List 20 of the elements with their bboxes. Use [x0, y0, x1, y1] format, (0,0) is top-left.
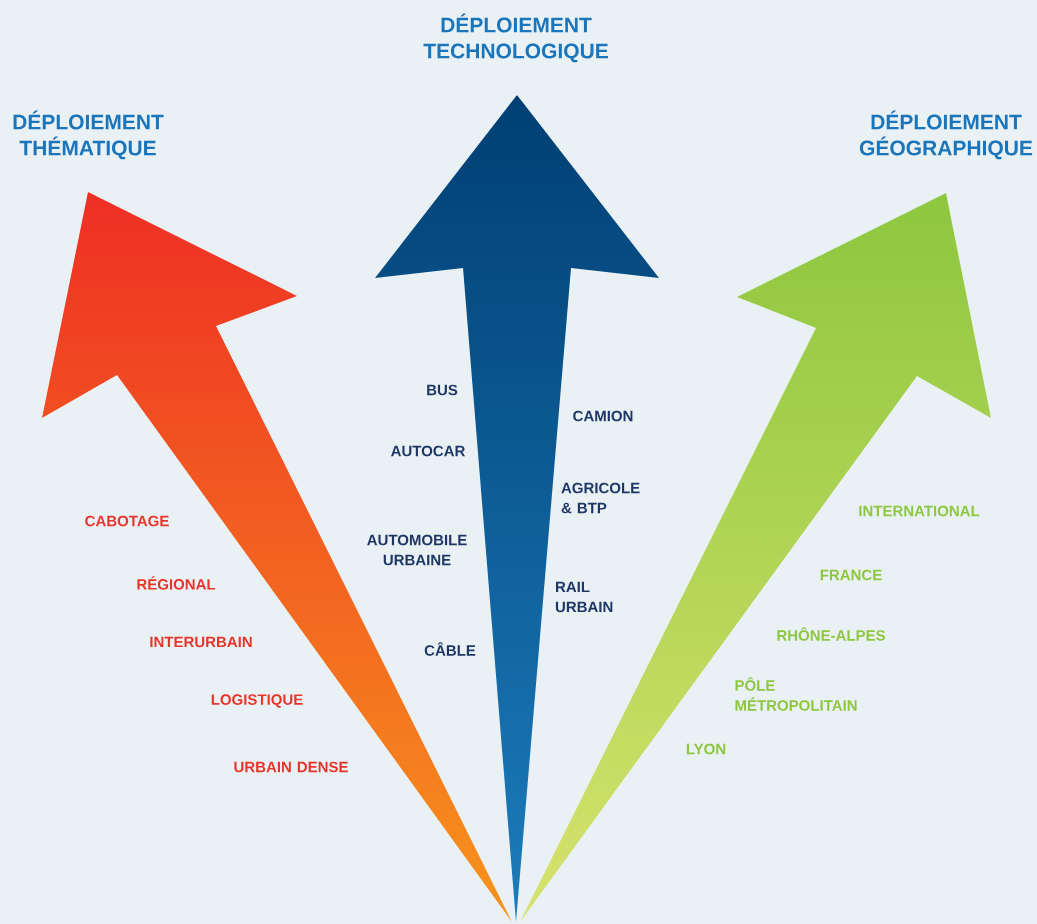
heading: DÉPLOIEMENT TECHNOLOGIQUE	[423, 13, 608, 63]
heading: DÉPLOIEMENT THÉMATIQUE	[13, 110, 164, 160]
category-label: PÔLE MÉTROPOLITAIN	[735, 677, 857, 711]
category-label: AUTOMOBILE URBAINE	[367, 534, 467, 566]
category-label: AUTOCAR	[391, 445, 466, 457]
category-label: URBAIN DENSE	[234, 761, 348, 773]
category-label: AGRICOLE & BTP	[561, 482, 640, 514]
category-label: LOGISTIQUE	[211, 694, 303, 708]
heading: DÉPLOIEMENT GÉOGRAPHIQUE	[859, 110, 1033, 160]
category-label: BUS	[427, 384, 458, 396]
category-label: RÉGIONAL	[137, 576, 216, 590]
category-label: RAIL URBAIN	[555, 581, 613, 613]
category-label: CÂBLE	[424, 642, 476, 656]
category-label: INTERURBAIN	[150, 636, 252, 648]
category-label: FRANCE	[820, 569, 882, 581]
category-label: LYON	[686, 743, 726, 755]
category-label: INTERNATIONAL	[859, 505, 980, 517]
category-label: RHÔNE-ALPES	[777, 627, 885, 641]
category-label: CAMION	[573, 410, 633, 422]
category-label: CABOTAGE	[85, 515, 169, 527]
